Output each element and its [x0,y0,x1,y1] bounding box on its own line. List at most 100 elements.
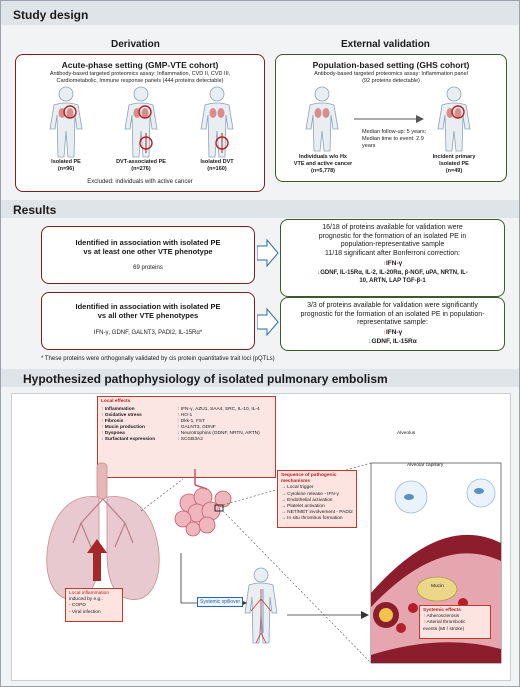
row1-down-text-1: GDNF, IL-15Rα, IL-2, IL-20Rα, β-NGF, uPA… [320,270,468,276]
row1-down-2: 10, ARTN, LAP TGF-β-1 [359,278,426,284]
row1-right-4: 11/18 significant after Bonferroni corre… [325,249,460,257]
results-title: Results [13,203,57,217]
followup-1: Median follow-up: 5 years; [362,129,427,135]
systemic-effects-title: Systemic effects [423,608,461,613]
effect-fibrosis: ↑ Fibrosis [101,419,124,424]
effect-surfactant: ↓ Surfactant expression [101,437,156,442]
excluded-note: Excluded: individuals with active cancer [87,179,193,185]
mediator-5: ↓ Neurotrophins (GDNF, NRTN, ARTN) [177,431,260,436]
row2-arrow [257,307,279,337]
result-row1-left: Identified in association with isolated … [41,226,255,284]
row1-arrow [257,238,279,268]
incident-pe-label-2: Isolated PE [439,161,469,167]
validation-panel: Population-based setting (GHS cohort) An… [275,54,507,182]
local-effects-title: Local effects [101,399,131,404]
follow-up-arrow [354,115,424,123]
row1-left-title-2: vs at least one other VTE phenotype [83,247,213,256]
derivation-panel-title: Acute-phase setting (GMP-VTE cohort) [61,60,219,70]
mediator-2: ↑ HO-1 [177,413,193,418]
human-figure-dvt-pe [124,86,158,158]
human-figure-population [305,86,339,152]
group-dvt-pe-label: DVT-associated PE [116,159,166,165]
up-arrow-icon: ↑ [382,260,386,267]
row2-left-sub: IFN-γ, GDNF, GALNT3, PADI2, IL-15Rα* [93,330,203,336]
results-band: Results [1,200,519,218]
hypothesis-band: Hypothesized pathophysiology of isolated… [1,369,519,387]
sequence-step-3: → Endothelial activation [281,497,333,503]
local-effects-list: ↑ Inflammation ↑ Oxidative stress ↑ Fibr… [101,407,171,443]
systemic-effect-2: ↑ Arterial thrombotic [423,620,466,626]
row2-right-2: prognostic for the formation of an isola… [300,310,485,318]
human-figure-isolated-pe [49,86,83,158]
row2-right-3: representative sample: [357,319,428,326]
systemic-effect-1: ↑ Atherosclerosis [423,614,460,620]
local-inflammation-1: Local inflammation [69,591,109,596]
hypothesis-title: Hypothesized pathophysiology of isolated… [23,372,388,386]
row1-up-text: IFN-γ [386,260,403,267]
row1-right-2: prognostic for the formation of an isola… [318,232,467,240]
sequence-step-2: → Cytokine release - IFN-γ [281,491,339,497]
row1-left-title-1: Identified in association with isolated … [75,238,221,247]
population-label-3: (n=5,778) [311,168,335,174]
result-row2-right: 3/3 of proteins available for validation… [280,297,505,351]
systemic-spillover-label: Systemic spillover [197,597,244,607]
row2-left-title-1: Identified in association with isolated … [75,302,221,311]
sequence-step-6: → In situ thrombus formation [281,516,343,522]
row1-left-sub: 69 proteins [133,265,163,271]
effect-mucin: ↑ Mucin production [101,425,145,430]
systemic-effects-box: Systemic effects ↑ Atherosclerosis ↑ Art… [419,605,491,639]
human-figure-incident-pe [437,86,471,152]
result-row2-left: Identified in association with isolated … [41,292,255,350]
row2-down-text: GDNF, IL-15Rα [371,338,417,345]
effect-dyspnea: ↑ Dyspnea [101,431,125,436]
row2-up: ↑IFN-γ [281,329,504,337]
down-arrow-icon: ↓ [317,270,321,276]
sequence-step-1: → Local trigger [281,485,314,491]
population-label-1: Individuals w/o Hx [299,154,347,160]
effect-oxidative-stress: ↑ Oxidative stress [101,413,142,418]
sequence-step-4: → Platelet activation [281,504,325,510]
alveolus-label: Alveolus [397,431,416,436]
validation-panel-title: Population-based setting (GHS cohort) [312,60,470,70]
local-inflammation-3: - COPD [69,603,86,609]
row2-down: ↓GDNF, IL-15Rα [281,338,504,346]
sequence-title: Sequence of pathogenic mechanisms [281,473,337,485]
followup-3: years [362,143,376,149]
validation-heading: External validation [341,39,430,50]
derivation-desc-1: Antibody-based targeted proteomics assay… [49,71,231,77]
group-dvt-pe-n: (n=276) [131,166,151,172]
incident-pe-label-1: Incident primary [432,154,476,160]
study-design-title: Study design [13,8,89,22]
local-inflammation-2: induced by e.g.: [69,597,103,603]
sequence-step-5: → NET/MET involvement - PADI2 [281,510,353,516]
followup-2: Median time to event: 2.9 [362,136,424,142]
mediator-3: ↑ Dkk-1, FST [177,419,206,424]
mediator-4: ↑ GALNT3, GDNF [177,425,216,430]
up-arrow-icon: ↑ [382,329,386,336]
mucin-label: Mucin [431,584,444,589]
human-figure-isolated-dvt [200,86,234,158]
population-label-2: VTE and active cancer [293,161,353,167]
group-isolated-pe-n: (n=96) [57,166,75,172]
derivation-heading: Derivation [111,39,160,50]
group-isolated-dvt-n: (n=160) [207,166,227,172]
local-inflammation-box: Local inflammation induced by e.g.: - CO… [65,588,123,622]
incident-pe-label-3: (n=49) [445,168,463,174]
systemic-effect-3: events (MI / stroke) [423,626,465,632]
down-arrow-icon: ↓ [368,338,372,345]
mediators-list: ↑ IFN-γ, AZU1, SAA4, SRC, IL-10, IL-4 ↑ … [177,407,273,443]
derivation-panel: Acute-phase setting (GMP-VTE cohort) Ant… [15,54,265,192]
row2-left-title-2: vs all other VTE phenotypes [97,311,199,320]
sequence-callout: Sequence of pathogenic mechanisms → Loca… [277,470,357,528]
group-isolated-pe-label: Isolated PE [51,159,81,165]
result-row1-right: 16/18 of proteins available for validati… [280,219,505,297]
local-inflammation-4: - Viral infection [69,609,101,615]
local-effects-box [97,396,276,478]
mediator-1: ↑ IFN-γ, AZU1, SAA4, SRC, IL-10, IL-4 [177,407,260,412]
validation-desc-1: Antibody-based targeted proteomics assay… [314,71,468,77]
row1-up: ↑IFN-γ [281,260,504,268]
derivation-desc-2: Cardiometabolic, Immune response panels … [56,78,224,84]
pqtl-footnote: * These proteins were orthogonally valid… [41,356,275,362]
capillary-label: Alveolar capillary [407,463,444,468]
